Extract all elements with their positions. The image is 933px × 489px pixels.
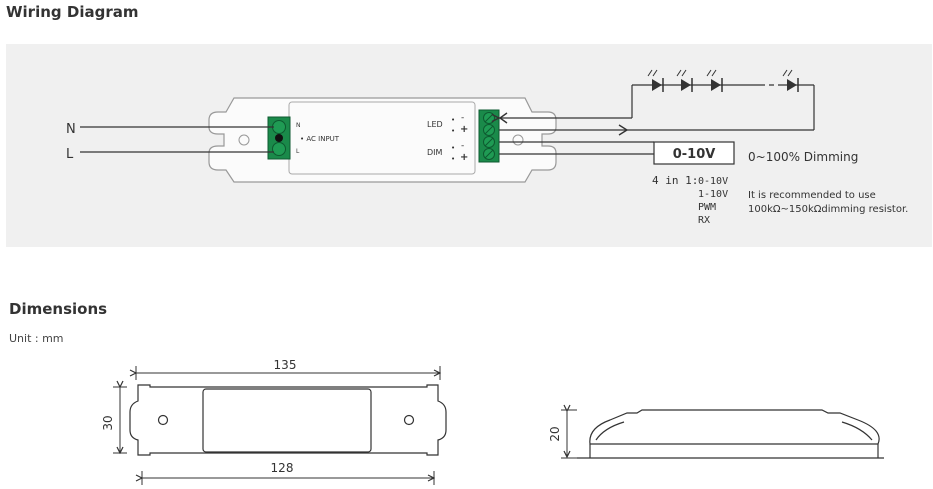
dimensions-title: Dimensions <box>9 300 108 318</box>
resistor-note-line1: It is recommended to use <box>748 190 876 201</box>
arrow-icon <box>618 124 629 136</box>
mode-item: 1-10V <box>698 189 728 200</box>
mode-item: PWM <box>698 202 716 213</box>
led-icon <box>782 69 799 92</box>
side-view-outline <box>577 409 884 459</box>
dimension-line-128 <box>142 471 434 485</box>
led-plus-label: + <box>460 124 468 135</box>
terminal-n-label: N <box>66 122 76 137</box>
ac-input-label: • AC INPUT <box>300 135 340 143</box>
led-label: LED <box>427 120 443 129</box>
dimension-line-30 <box>113 387 127 453</box>
unit-label: Unit : mm <box>9 332 64 345</box>
mode-item: 0-10V <box>698 176 728 187</box>
svg-text:•: • <box>451 116 455 124</box>
led-icon <box>676 69 693 92</box>
dimming-signal-box <box>653 141 735 165</box>
arrow-icon <box>498 112 508 124</box>
dim-minus-label: - <box>461 141 464 151</box>
dimming-range-text: 0~100% Dimming <box>748 150 858 164</box>
ac-input-terminal <box>267 116 291 160</box>
dim-label: DIM <box>427 148 443 157</box>
mount-hole-left <box>238 134 250 146</box>
dimension-length-overall: 135 <box>274 358 297 372</box>
four-in-one-label: 4 in 1: <box>652 174 698 187</box>
mount-hole-right <box>512 134 524 146</box>
ac-pin-n-label: N <box>296 122 301 129</box>
ac-pin-l-label: L <box>296 148 300 155</box>
dim-plus-label: + <box>460 152 468 163</box>
dimension-line-20 <box>561 410 577 459</box>
output-terminal <box>478 109 500 163</box>
resistor-note-line2: 100kΩ~150kΩdimming resistor. <box>748 204 908 215</box>
terminal-l-label: L <box>66 147 74 162</box>
led-icon <box>647 69 664 92</box>
led-minus-label: - <box>461 113 464 123</box>
wiring-diagram-title: Wiring Diagram <box>6 3 139 21</box>
dimming-box-label: 0-10V <box>673 147 716 162</box>
top-view-outline <box>129 384 447 456</box>
svg-text:•: • <box>451 127 455 135</box>
svg-text:•: • <box>451 144 455 152</box>
dimension-width: 30 <box>101 415 115 430</box>
dimension-line-135 <box>136 366 440 380</box>
led-icon <box>706 69 723 92</box>
dimension-height: 20 <box>548 426 562 441</box>
led-string <box>631 84 815 130</box>
dimension-length-mount: 128 <box>271 461 294 475</box>
mode-item: RX <box>698 215 710 226</box>
svg-text:•: • <box>451 155 455 163</box>
controller-unit <box>208 97 557 183</box>
